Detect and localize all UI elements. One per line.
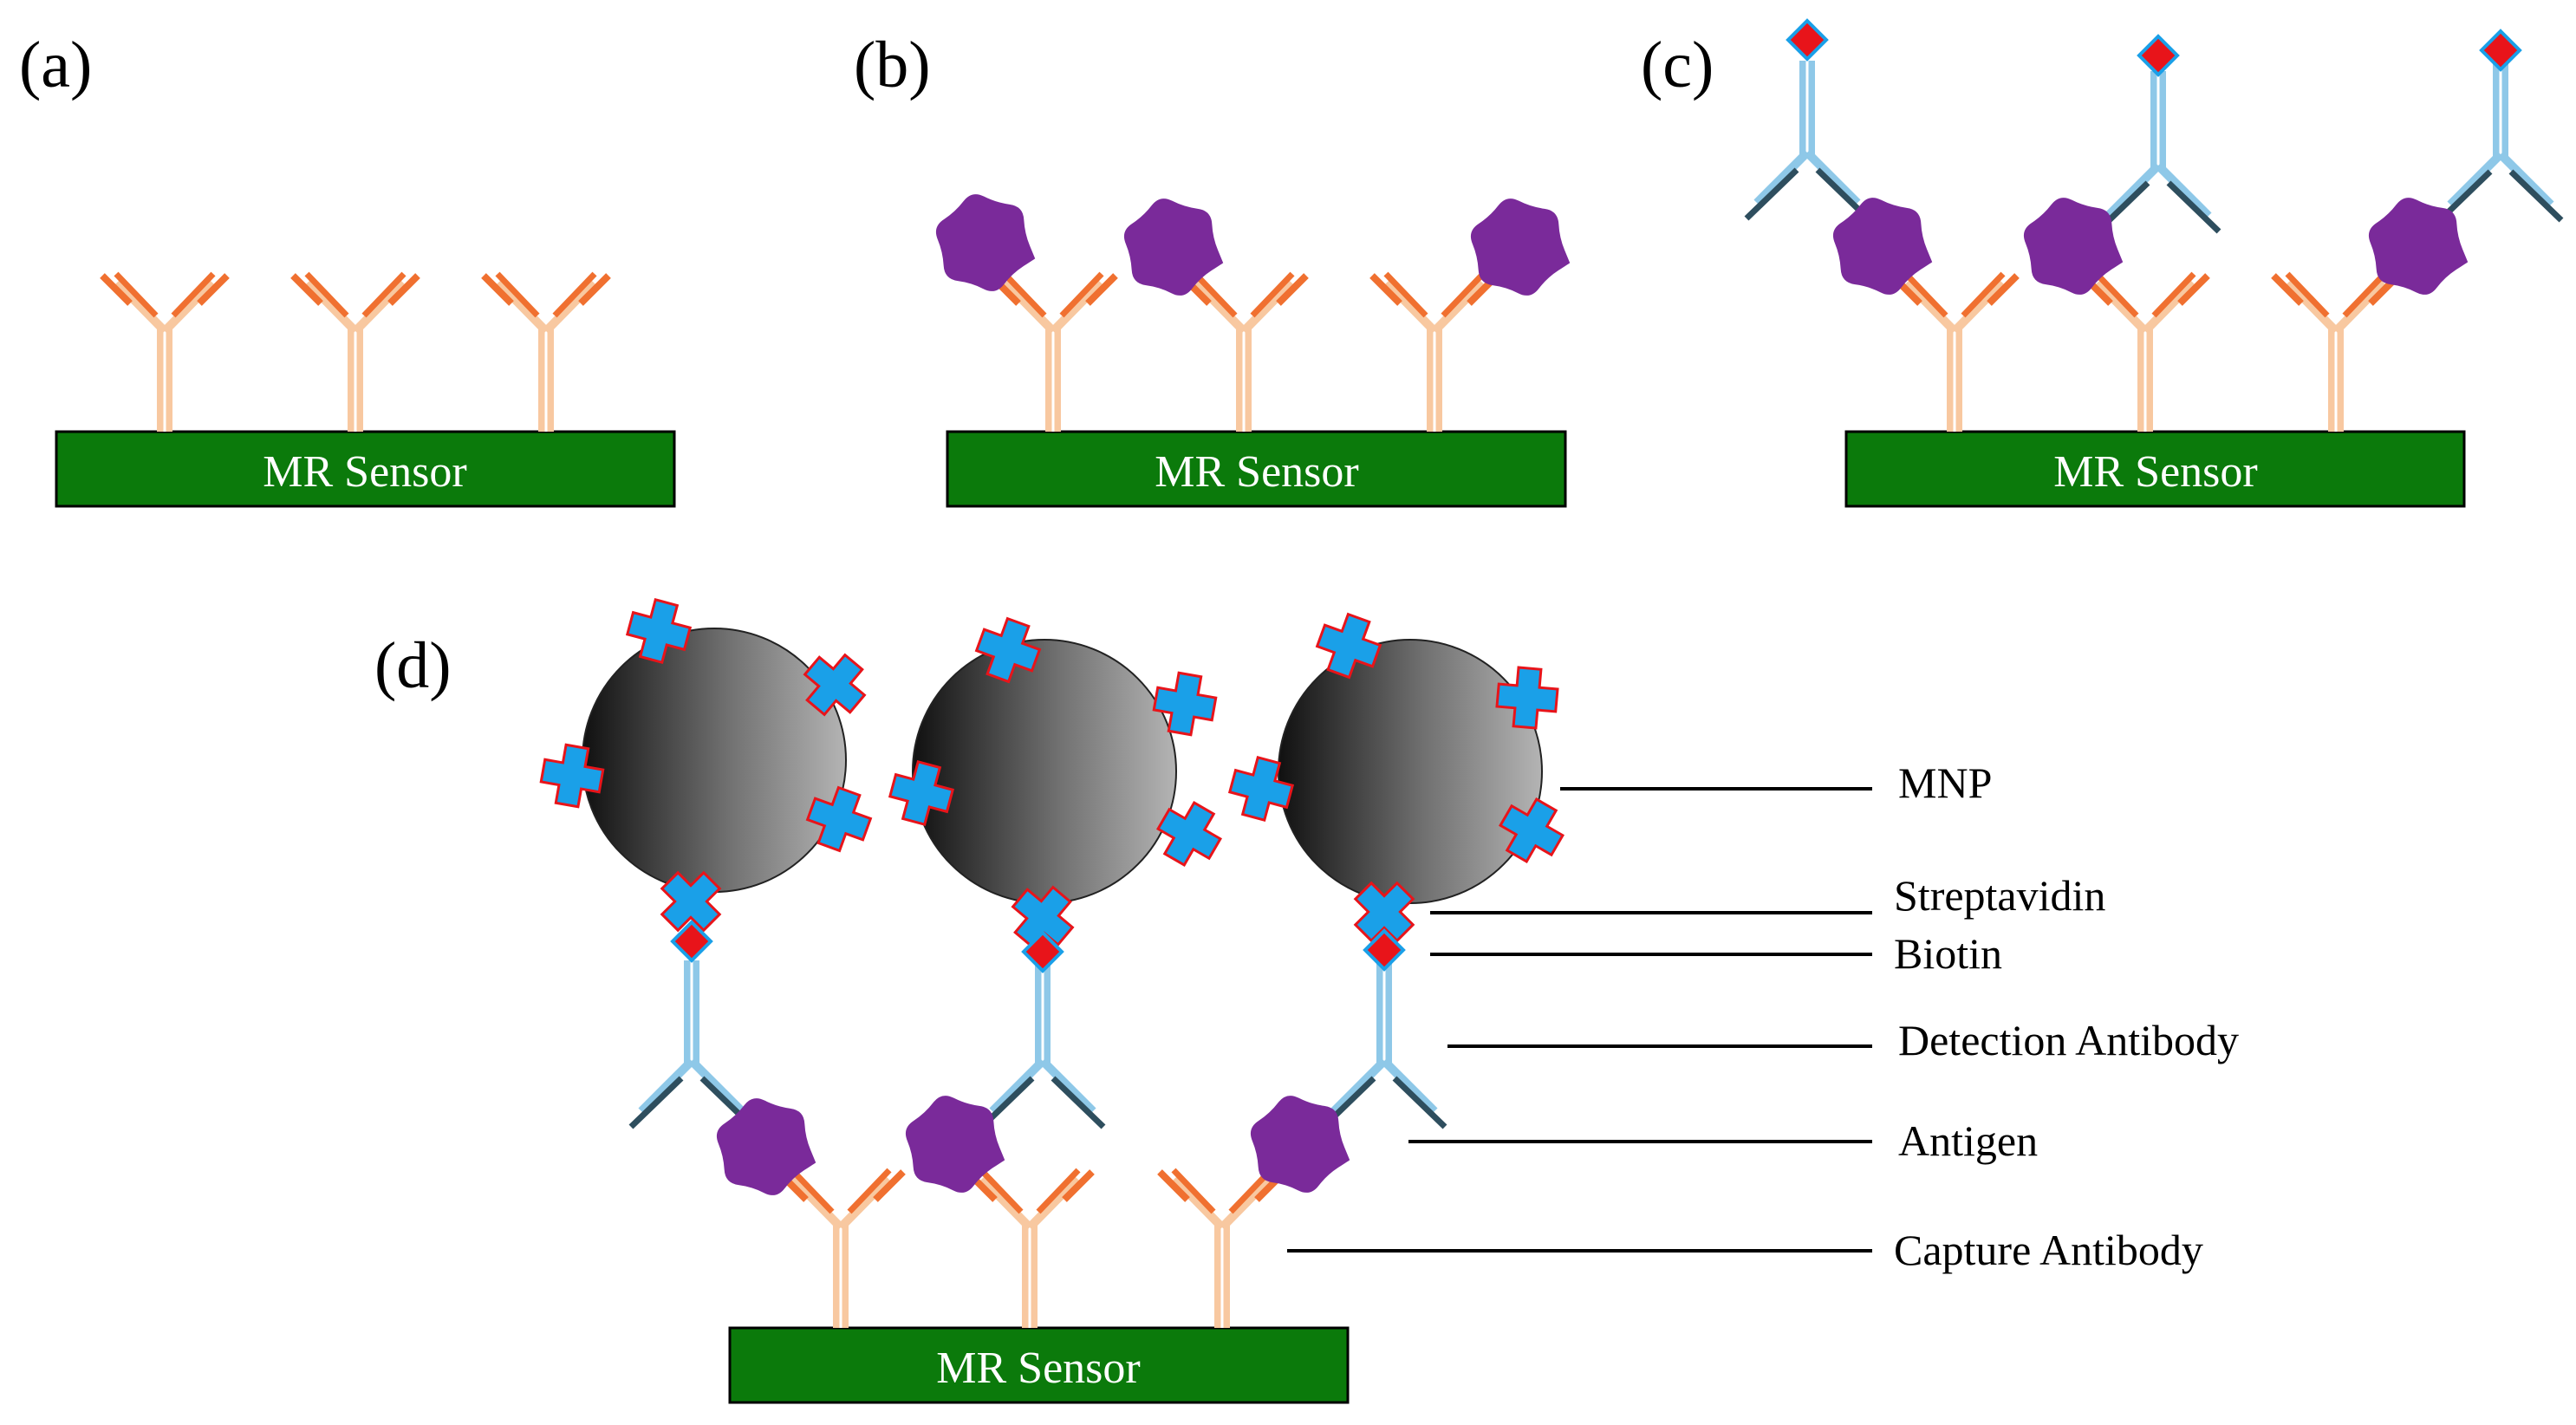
antigen [2368,198,2469,295]
capture-antibody [965,1168,1095,1328]
panel-d-sensor: MR Sensor [728,1326,1350,1404]
detection-antibody [2095,71,2221,234]
streptavidin-cross [888,759,955,827]
detection-antibodies [628,61,2564,1129]
antigen [1832,198,1933,295]
capture-antibodies [100,271,2401,1328]
panel-d-label: (d) [374,629,452,702]
biotin-diamond [670,920,713,963]
detection-antibody [979,962,1106,1129]
capture-antibody [100,271,230,432]
antigens [716,194,2469,1195]
streptavidin-cross [803,653,867,717]
streptavidin-cross [1227,755,1295,823]
mnp-sphere [912,639,1177,904]
streptavidin-cross [974,616,1042,684]
capture-antibody [988,271,1118,432]
streptavidin-cross [625,597,693,665]
panel-c-label: (c) [1641,29,1714,101]
panel-c-sensor: MR Sensor [1844,430,2466,508]
biotin-diamond [2137,34,2180,77]
capture-antibody [290,271,420,432]
legend: MNP Streptavidin Biotin Detection Antibo… [1287,758,2239,1274]
sensor-label: MR Sensor [1155,447,1358,497]
panel-b-sensor: MR Sensor [946,430,1567,508]
legend-detection-antibody: Detection Antibody [1898,1016,2239,1064]
panel-a-sensor: MR Sensor [55,430,676,508]
detection-antibody [628,960,755,1129]
streptavidin-markers [539,597,1564,949]
legend-mnp: MNP [1898,758,1992,807]
antigen [1123,198,1224,296]
legend-capture-antibody: Capture Antibody [1894,1226,2203,1274]
magnetic-nanoparticles [582,628,1543,904]
antigen [1250,1096,1350,1193]
capture-antibody [2080,271,2210,432]
sensor-label: MR Sensor [936,1344,1140,1393]
capture-antibody [776,1168,906,1328]
mnp-sphere [582,628,847,893]
capture-antibody [1890,271,2020,432]
antigen [2023,198,2124,295]
streptavidin-cross [1499,797,1564,863]
antigen [905,1096,1005,1193]
legend-streptavidin: Streptavidin [1894,871,2105,920]
biotin-diamond [1021,930,1064,973]
streptavidin-cross [805,785,873,853]
streptavidin-cross [1152,671,1218,737]
detection-antibody [2437,61,2564,223]
capture-antibody [1179,271,1309,432]
panel-b-label: (b) [854,29,931,101]
mnp-sphere [1278,639,1543,904]
biotin-diamond [1786,18,1829,62]
streptavidin-cross [539,743,605,809]
antigen [716,1098,816,1195]
antigen [1470,198,1571,296]
streptavidin-cross [660,870,722,933]
legend-antigen: Antigen [1898,1116,2038,1165]
capture-antibody [1369,271,1499,432]
detection-antibody [1321,962,1447,1129]
antigen [935,194,1036,291]
capture-antibody [2271,271,2401,432]
streptavidin-cross [1353,881,1415,943]
streptavidin-cross [1156,801,1222,867]
sensor-label: MR Sensor [263,447,466,497]
legend-biotin: Biotin [1894,929,2002,978]
biotin-markers [670,18,2522,973]
panel-a-label: (a) [19,29,92,101]
biotin-diamond [2479,29,2522,72]
biotin-diamond [1363,928,1406,972]
streptavidin-cross [1495,666,1559,730]
capture-antibody [481,271,611,432]
streptavidin-cross [1315,612,1382,680]
capture-antibody [1157,1168,1287,1328]
sensor-label: MR Sensor [2053,447,2257,497]
detection-antibody [1744,61,1870,221]
